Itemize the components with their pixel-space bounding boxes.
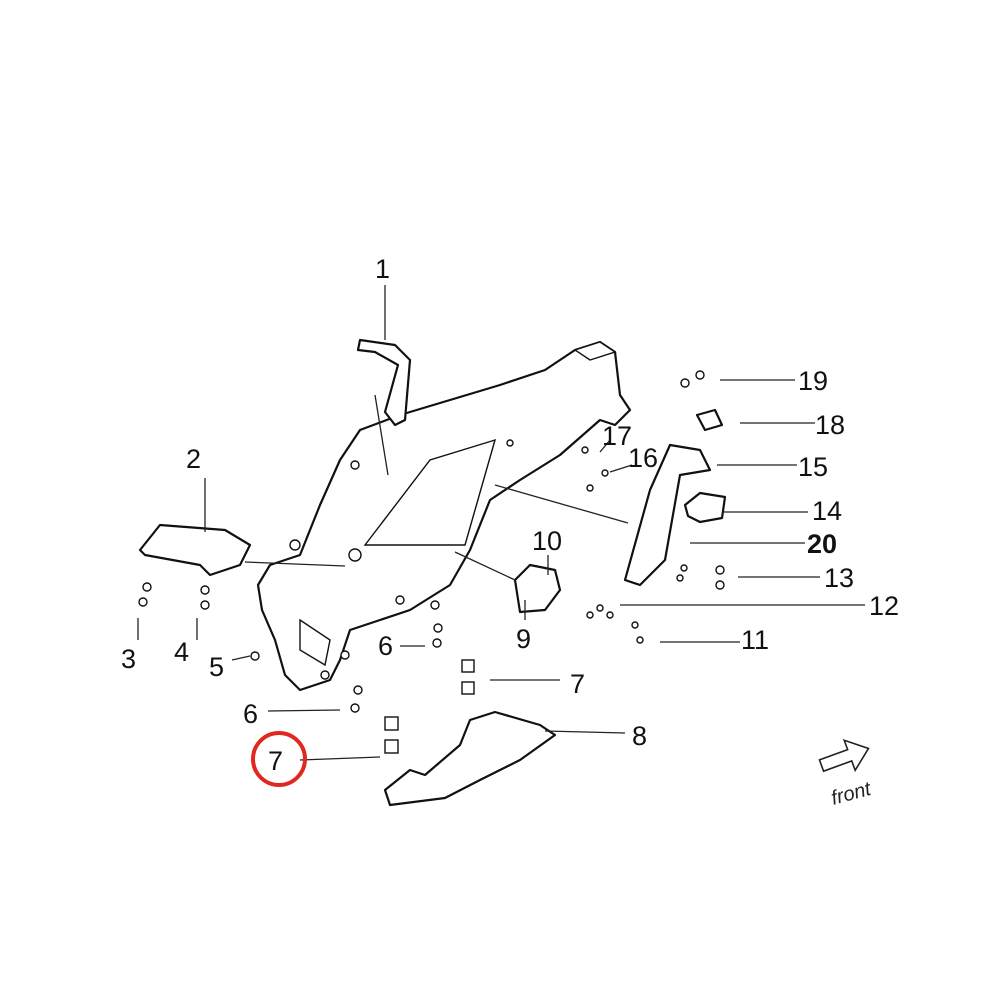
callout-9: 9 bbox=[516, 624, 531, 654]
part-8-skid-plate bbox=[383, 710, 557, 807]
part-18-clip bbox=[695, 408, 724, 432]
front-label: front bbox=[829, 778, 875, 810]
callout-16: 16 bbox=[628, 443, 658, 473]
callout-5: 5 bbox=[209, 652, 224, 682]
callout-10: 10 bbox=[532, 526, 562, 556]
part-9-10-bracket bbox=[513, 563, 562, 614]
callout-6: 6 bbox=[378, 631, 393, 661]
callout-17: 17 bbox=[602, 421, 632, 451]
callout-18: 18 bbox=[815, 410, 845, 440]
hardware-fasteners bbox=[138, 370, 725, 754]
part-15-bracket bbox=[623, 443, 712, 587]
callout-14: 14 bbox=[812, 496, 842, 526]
callout-1: 1 bbox=[375, 254, 390, 284]
leader-lines bbox=[137, 285, 865, 761]
part-1-bracket bbox=[356, 338, 412, 427]
callout-7: 7 bbox=[570, 669, 585, 699]
callout-8: 8 bbox=[632, 721, 647, 751]
callout-6: 6 bbox=[243, 699, 258, 729]
callout-20: 20 bbox=[807, 529, 837, 559]
callout-2: 2 bbox=[186, 444, 201, 474]
part-2-plate bbox=[138, 523, 252, 577]
callout-13: 13 bbox=[824, 563, 854, 593]
part-14-block bbox=[683, 491, 727, 524]
callout-11: 11 bbox=[741, 625, 769, 655]
frame-body bbox=[256, 340, 632, 692]
highlight-circle bbox=[251, 731, 307, 787]
callout-15: 15 bbox=[798, 452, 828, 482]
callout-3: 3 bbox=[121, 644, 136, 674]
callout-7-highlighted[interactable]: 7 bbox=[268, 746, 283, 776]
callout-12: 12 bbox=[869, 591, 899, 621]
front-arrow-icon bbox=[818, 738, 870, 773]
callout-4: 4 bbox=[174, 637, 189, 667]
callout-19: 19 bbox=[798, 366, 828, 396]
